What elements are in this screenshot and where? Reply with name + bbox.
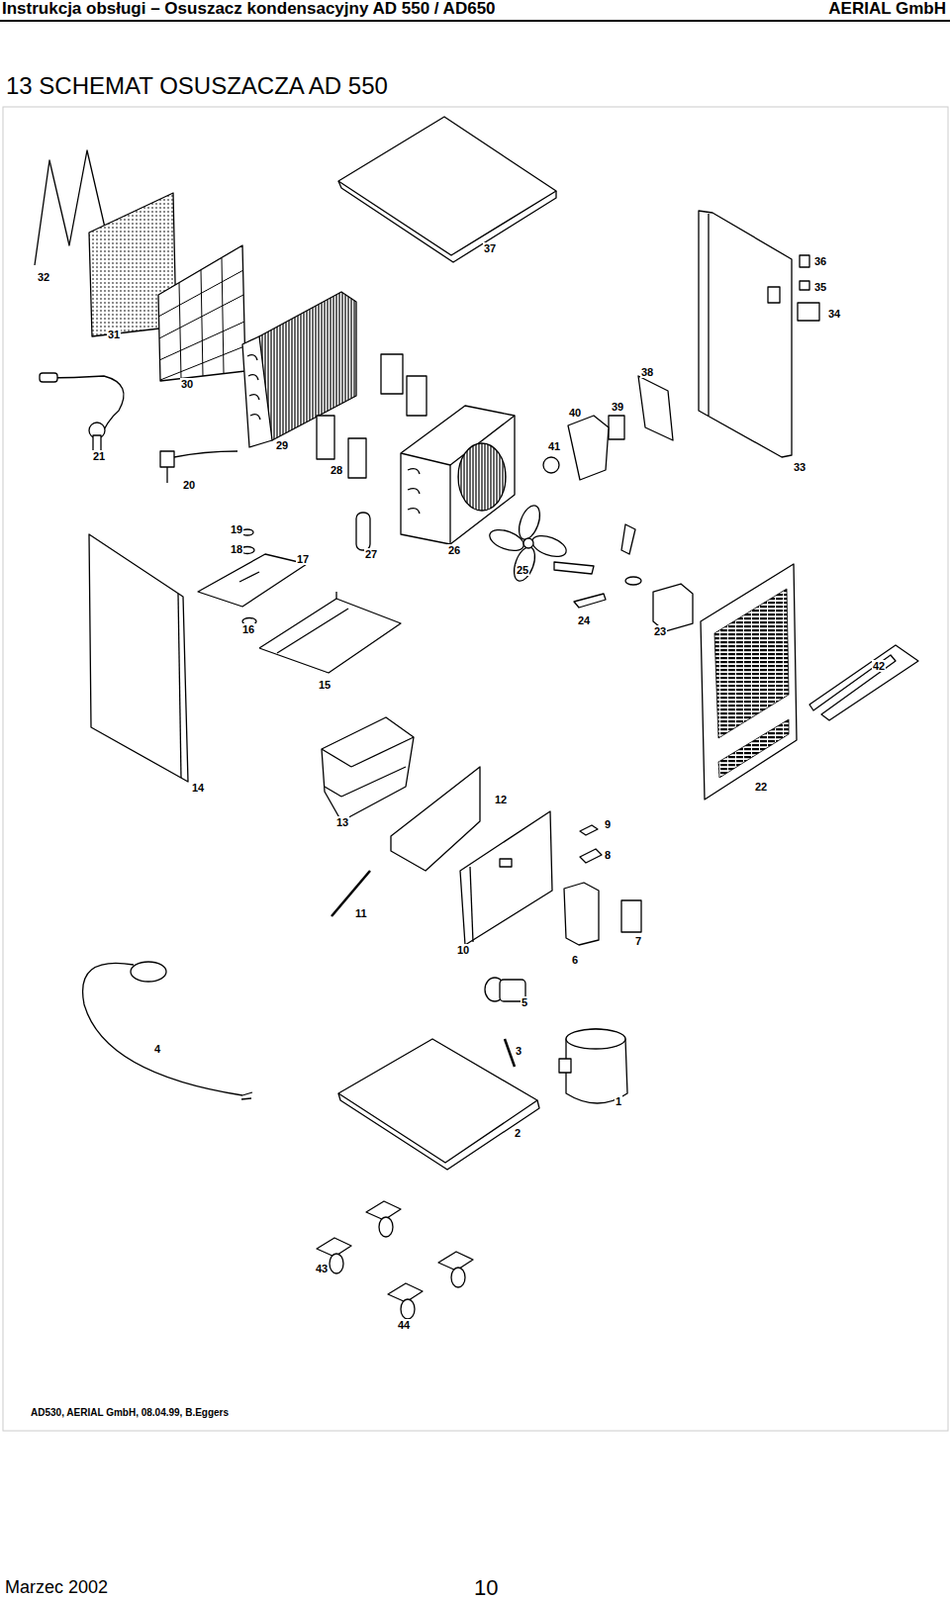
header-text: Instrukcja obsługi – Osuszacz kondensacy… [1,0,496,19]
page-title: 13 SCHEMAT OSUSZACZA AD 550 [5,73,388,99]
callout-number: 41 [547,440,562,453]
callout-number: 43 [314,1262,329,1275]
callout-number: 2 [513,1127,522,1140]
callout-number: 12 [493,793,508,806]
callout-number: 38 [640,366,655,379]
page-number: 10 [474,1576,498,1600]
callout-number: 42 [871,660,886,672]
callout-number: 30 [180,378,194,390]
callout-number: 4 [153,1043,162,1055]
callout-number: 31 [106,328,121,341]
callout-number: 24 [576,614,591,627]
callout-number: 11 [354,907,369,920]
callout-number: 37 [482,242,497,255]
callout-number: 17 [295,553,310,566]
callout-number: 39 [610,400,625,413]
callout-number: 10 [456,944,471,956]
callout-number: 5 [520,996,529,1009]
callout-number: 32 [36,271,51,284]
callout-number: 7 [634,935,643,948]
callout-number: 29 [275,439,289,452]
callout-number: 44 [396,1319,411,1331]
callout-number: 28 [329,464,344,476]
callout-number: 33 [792,461,807,474]
callout-number: 26 [447,544,462,557]
callout-number: 3 [514,1045,523,1057]
callout-number: 22 [754,780,768,793]
callout-number: 35 [813,281,828,293]
callout-number: 16 [241,623,256,636]
callout-number: 18 [229,543,244,556]
callout-number: 14 [190,781,205,794]
header-company: AERIAL GmbH [828,0,947,19]
drawing-caption: AD530, AERIAL GmbH, 08.04.99, B.Eggers [30,1407,229,1419]
callout-number: 6 [570,953,579,966]
callout-number: 36 [813,255,828,268]
callout-number: 8 [603,849,612,861]
callout-number: 19 [229,523,244,536]
callout-number: 15 [317,678,332,691]
callout-number: 25 [515,564,530,576]
callout-number: 1 [614,1095,623,1108]
callout-number: 20 [182,478,196,491]
callout-number: 13 [335,816,350,829]
callout-number: 21 [92,450,106,463]
callout-number: 40 [568,406,582,419]
callout-number: 9 [603,818,612,831]
callout-number: 34 [827,307,842,320]
callout-number: 27 [364,548,379,561]
callout-number: 23 [653,625,667,638]
footer-date: Marzec 2002 [4,1578,108,1599]
